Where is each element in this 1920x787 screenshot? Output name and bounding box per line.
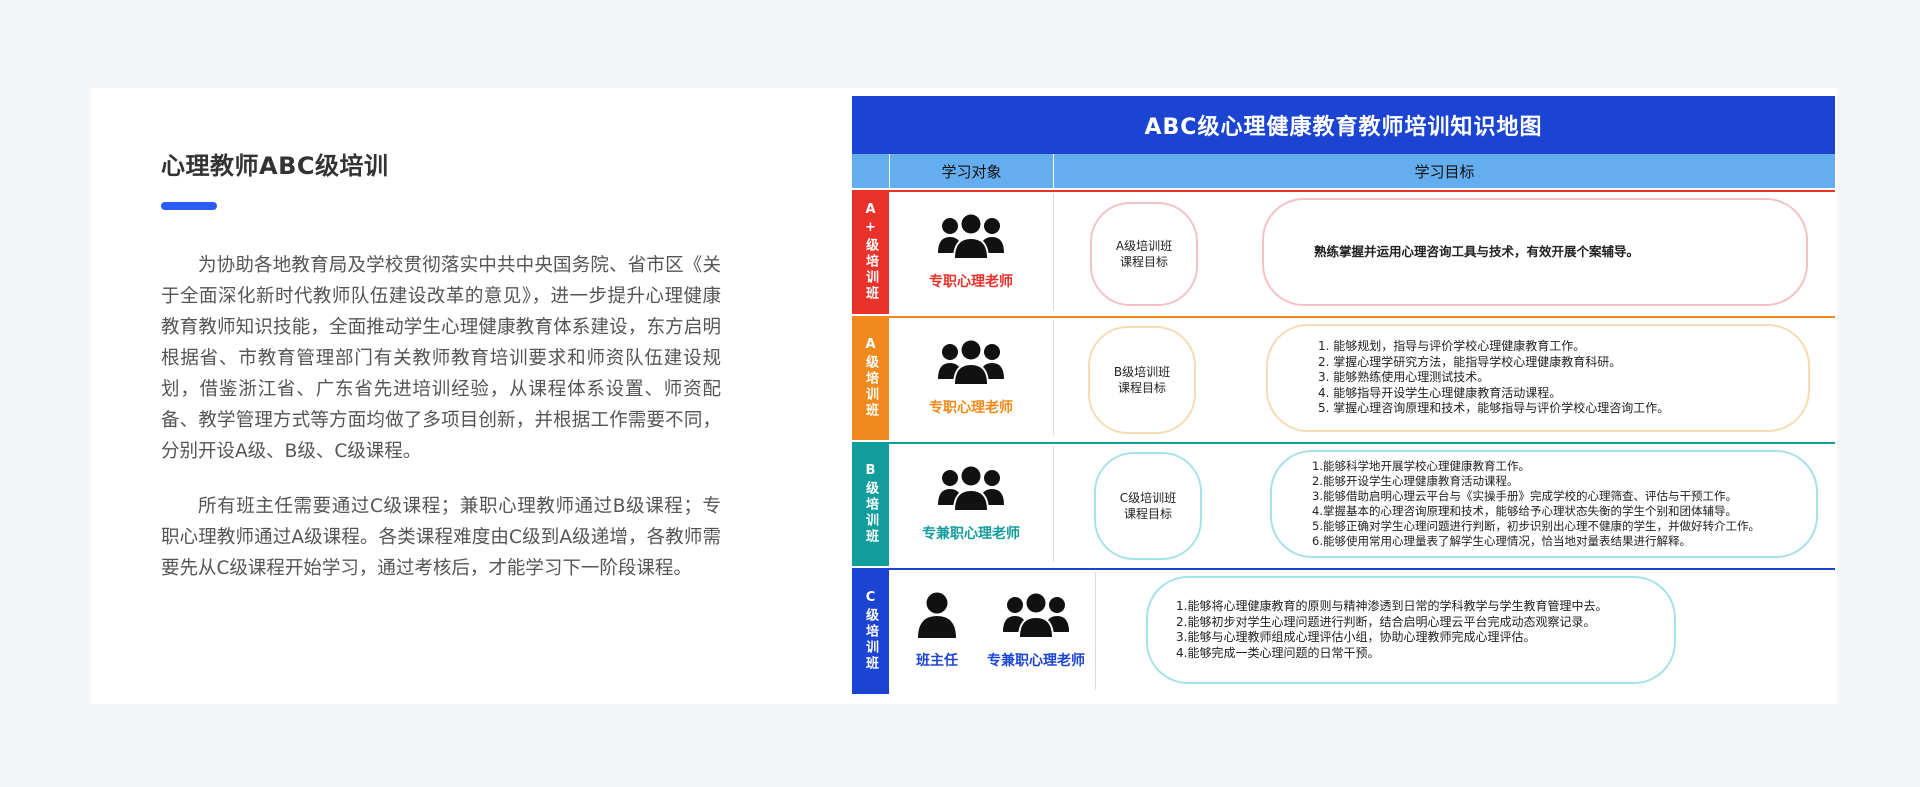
audience-cell: 专兼职心理老师 xyxy=(889,442,1053,566)
goal-item: 2.能够开设学生心理健康教育活动课程。 xyxy=(1312,474,1519,488)
column-divider xyxy=(1053,194,1054,310)
column-divider xyxy=(1053,320,1054,436)
people-group-icon xyxy=(936,465,1006,513)
goal-item: 熟练掌握并运用心理咨询工具与技术，有效开展个案辅导。 xyxy=(1314,244,1640,260)
row-c: C级培训班 班主任 xyxy=(852,568,1835,694)
map-title: ABC级心理健康教育教师培训知识地图 xyxy=(852,96,1835,154)
intro-paragraph-2: 所有班主任需要通过C级课程；兼职心理教师通过B级课程；专职心理教师通过A级课程。… xyxy=(161,496,721,579)
col-head-blank xyxy=(852,154,889,188)
audience-label: 班主任 xyxy=(916,653,958,669)
goal-item: 2.能够初步对学生心理问题进行判断，结合启明心理云平台完成动态观察记录。 xyxy=(1176,614,1596,629)
audience-cell: 专职心理老师 xyxy=(889,190,1053,314)
section-title: 心理教师ABC级培训 xyxy=(161,152,389,180)
goal-item: 1.能够将心理健康教育的原则与精神渗透到日常的学科教学与学生教育管理中去。 xyxy=(1176,599,1608,613)
goal-item: 3.能够借助启明心理云平台与《实操手册》完成学校的心理筛查、评估与干预工作。 xyxy=(1312,489,1737,503)
row-a: A级培训班 专职心理老师 B级培训班 课程目标 1. 能够规 xyxy=(852,316,1835,440)
people-group-icon xyxy=(936,339,1006,387)
content-pill: 1.能够将心理健康教育的原则与精神渗透到日常的学科教学与学生教育管理中去。 2.… xyxy=(1146,576,1676,684)
content-pill: 熟练掌握并运用心理咨询工具与技术，有效开展个案辅导。 xyxy=(1262,198,1808,306)
goal-item: 1.能够科学地开展学校心理健康教育工作。 xyxy=(1312,459,1530,473)
column-divider xyxy=(1053,446,1054,562)
audience-label: 专职心理老师 xyxy=(929,274,1013,290)
goal-item: 5. 掌握心理咨询原理和技术，能够指导与评价学校心理咨询工作。 xyxy=(1318,401,1670,416)
audience-label: 专职心理老师 xyxy=(929,400,1013,416)
audience-label: 专兼职心理老师 xyxy=(987,653,1085,669)
audience-cell-homeroom: 班主任 xyxy=(904,568,970,694)
intro-paragraph-1: 为协助各地教育局及学校贯彻落实中共中央国务院、省市区《关于全面深化新时代教师队伍… xyxy=(161,255,721,462)
person-icon xyxy=(914,592,960,640)
goal-list: 1.能够将心理健康教育的原则与精神渗透到日常的学科教学与学生教育管理中去。 2.… xyxy=(1176,599,1607,661)
goal-pill: C级培训班 课程目标 xyxy=(1094,452,1202,560)
goal-item: 3. 能够熟练使用心理测试技术。 xyxy=(1318,370,1490,385)
goal-item: 6.能够使用常用心理量表了解学生心理情况，恰当地对量表结果进行解释。 xyxy=(1312,534,1691,548)
level-label: A级培训班 xyxy=(852,316,889,440)
content-pill: 1. 能够规划，指导与评价学校心理健康教育工作。 2. 掌握心理学研究方法，能指… xyxy=(1266,324,1810,432)
audience-cell-counselor: 专兼职心理老师 xyxy=(980,568,1092,694)
people-group-icon xyxy=(936,213,1006,261)
goal-list: 1.能够科学地开展学校心理健康教育工作。 2.能够开设学生心理健康教育活动课程。… xyxy=(1312,459,1760,549)
goal-item: 3.能够与心理教师组成心理评估小组，协助心理教师完成心理评估。 xyxy=(1176,630,1536,644)
col-head-audience: 学习对象 xyxy=(890,154,1053,188)
level-label: C级培训班 xyxy=(852,568,889,694)
audience-label: 专兼职心理老师 xyxy=(922,526,1020,542)
audience-cell: 专职心理老师 xyxy=(889,316,1053,440)
level-label: A+级培训班 xyxy=(852,190,889,314)
row-divider xyxy=(889,442,1835,444)
content-pill: 1.能够科学地开展学校心理健康教育工作。 2.能够开设学生心理健康教育活动课程。… xyxy=(1270,450,1818,558)
row-a-plus: A+级培训班 专职心理老师 A级培训班 课程目标 熟练掌握并运用心理咨询工具与 xyxy=(852,190,1835,314)
level-label: B级培训班 xyxy=(852,442,889,566)
row-divider xyxy=(889,190,1835,192)
row-b: B级培训班 专兼职心理老师 C级培训班 课程目标 1.能够科 xyxy=(852,442,1835,566)
goal-pill: B级培训班 课程目标 xyxy=(1088,326,1196,434)
column-divider xyxy=(1095,572,1096,690)
goal-item: 1. 能够规划，指导与评价学校心理健康教育工作。 xyxy=(1318,339,1586,354)
goal-pill: A级培训班 课程目标 xyxy=(1090,202,1198,306)
row-divider xyxy=(889,316,1835,318)
goal-item: 5.能够正确对学生心理问题进行判断，初步识别出心理不健康的学生，并做好转介工作。 xyxy=(1312,519,1760,533)
goal-item: 2. 掌握心理学研究方法，能指导学校心理健康教育科研。 xyxy=(1318,354,1622,369)
people-group-icon xyxy=(1001,592,1071,640)
title-underline xyxy=(161,202,217,210)
col-head-goal: 学习目标 xyxy=(1054,154,1835,188)
row-divider xyxy=(889,568,1835,570)
intro-section: 心理教师ABC级培训 为协助各地教育局及学校贯彻落实中共中央国务院、省市区《关于… xyxy=(161,150,721,584)
goal-list: 1. 能够规划，指导与评价学校心理健康教育工作。 2. 掌握心理学研究方法，能指… xyxy=(1318,339,1669,417)
goal-item: 4.掌握基本的心理咨询原理和技术，能够给予心理状态失衡的学生个别和团体辅导。 xyxy=(1312,504,1737,518)
goal-item: 4. 能够指导开设学生心理健康教育活动课程。 xyxy=(1318,385,1562,400)
goal-item: 4.能够完成一类心理问题的日常干预。 xyxy=(1176,645,1380,660)
knowledge-map-image: ABC级心理健康教育教师培训知识地图 学习对象 学习目标 A+级培训班 专职心理… xyxy=(852,96,1835,694)
